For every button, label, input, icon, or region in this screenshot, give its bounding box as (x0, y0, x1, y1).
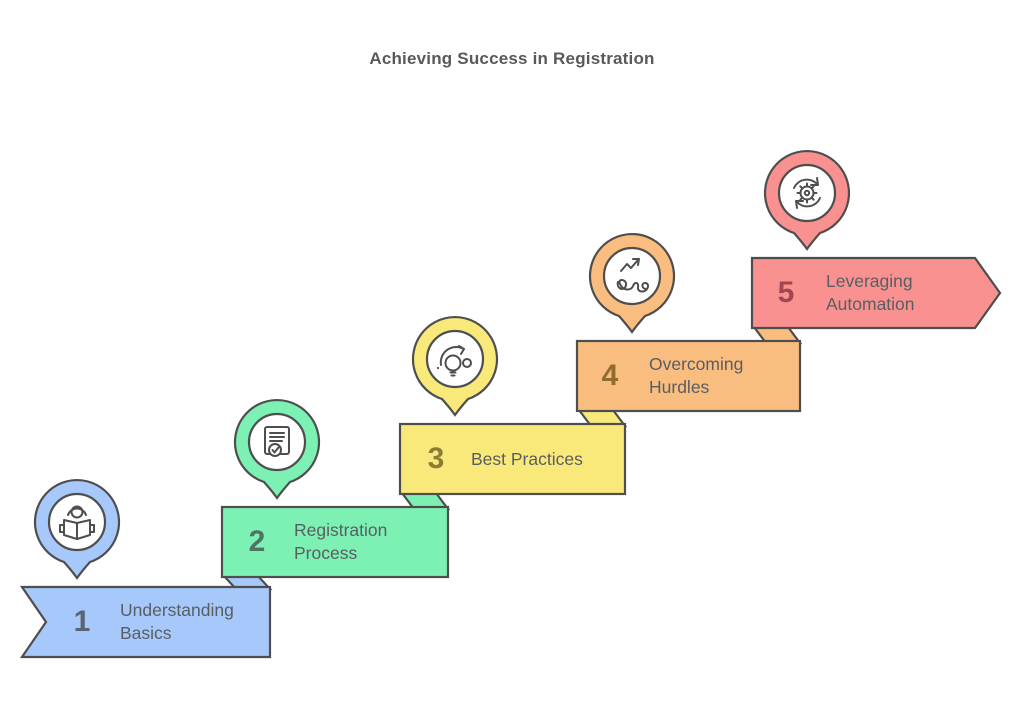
step-3-banner (398, 422, 627, 496)
document-check-icon (264, 426, 290, 457)
lightbulb-gauge-icon (436, 345, 472, 377)
step-1 (19, 478, 273, 659)
step-4 (575, 232, 803, 413)
step-3-label: Best Practices (471, 449, 583, 469)
step-2-number: 2 (248, 525, 266, 558)
step-1-number: 1 (73, 605, 91, 638)
step-4-number: 4 (601, 359, 619, 392)
gear-sync-icon (793, 177, 821, 209)
step-5 (750, 149, 1002, 330)
step-4-banner (575, 339, 802, 413)
step-1-banner (19, 585, 272, 659)
step-5-banner (750, 256, 1002, 330)
step-2 (220, 398, 451, 579)
step-3 (398, 315, 628, 496)
step-2-label: Registration Process (294, 520, 388, 563)
step-5-label: Leveraging Automation (826, 271, 915, 314)
step-1-label: Understanding Basics (120, 600, 234, 643)
step-4-label: Overcoming Hurdles (649, 354, 744, 397)
step-5-number: 5 (777, 276, 795, 309)
page-title: Achieving Success in Registration (369, 49, 655, 68)
step-3-number: 3 (427, 442, 445, 475)
step-4-pin-inner (602, 246, 662, 306)
step-2-banner (220, 505, 450, 579)
rising-arrow-squiggle-icon (616, 258, 650, 293)
step-5-pin-inner (777, 163, 837, 223)
step-3-pin-inner (425, 329, 485, 389)
book-reader-icon (59, 505, 95, 540)
